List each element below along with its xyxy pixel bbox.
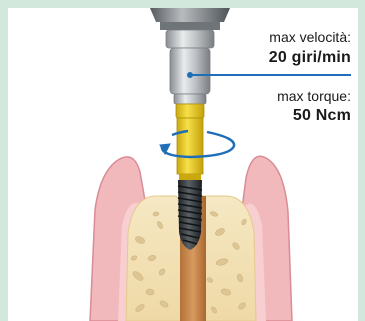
yellow-adapter — [176, 104, 204, 180]
max-speed-value: 20 giri/min — [269, 50, 351, 66]
dental-implant — [178, 180, 202, 250]
max-torque-value: 50 Ncm — [293, 108, 351, 124]
max-speed-title: max velocità: — [269, 30, 351, 44]
driver-shaft — [166, 30, 214, 104]
handpiece-head — [150, 8, 230, 30]
max-torque-title: max torque: — [277, 89, 351, 103]
speed-label-divider — [213, 74, 351, 76]
